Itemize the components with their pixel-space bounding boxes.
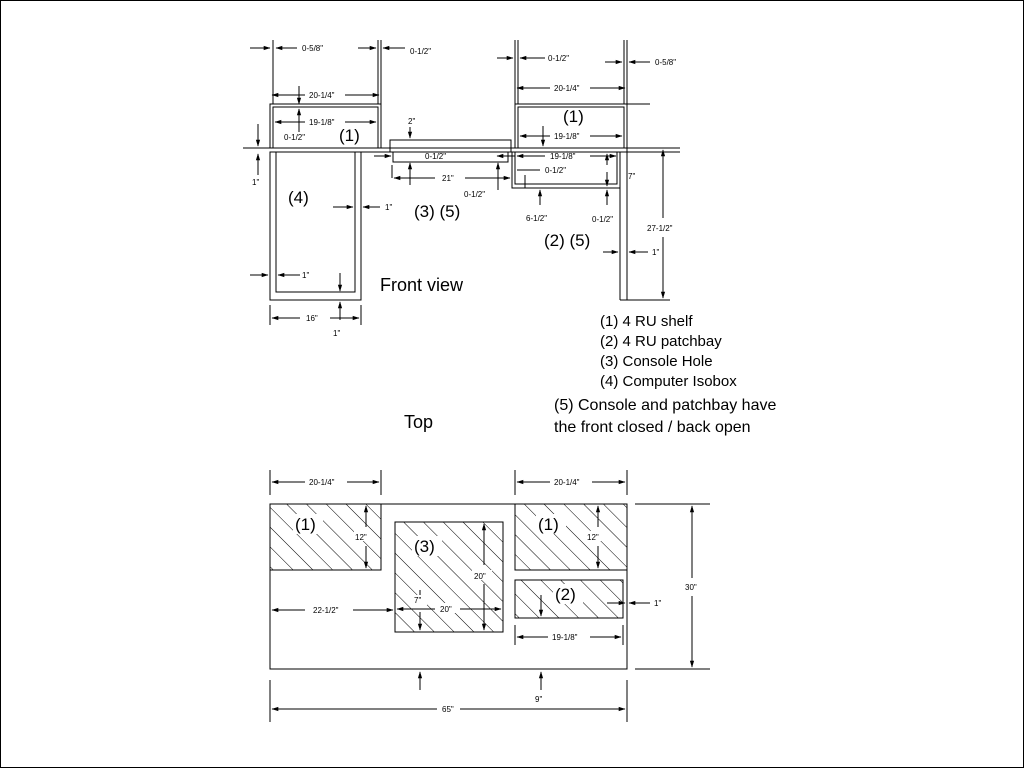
legend-item-2: (2) 4 RU patchbay — [600, 333, 722, 350]
dim-20-1-4-right: 20-1/4" — [554, 84, 580, 93]
top-dim-12-left: 12" — [355, 533, 367, 542]
dim-1-inner: 1" — [302, 271, 309, 280]
dim-0-5-8-right: 0-5/8" — [655, 58, 676, 67]
top-shelf-right — [514, 503, 628, 571]
front-console-hole — [392, 151, 509, 163]
front-label-shelf-right: (1) — [563, 107, 584, 126]
top-dim-20-1-4-left: 20-1/4" — [309, 478, 335, 487]
legend-note-line2: the front closed / back open — [554, 419, 751, 436]
dim-1-bottom: 1" — [333, 329, 340, 338]
legend-note-line1: (5) Console and patchbay have — [554, 397, 776, 414]
dim-0-1-2-under: 0-1/2" — [464, 190, 485, 199]
top-dim-19-1-8: 19-1/8" — [552, 633, 578, 642]
front-console-top — [389, 139, 512, 153]
dim-1-mid: 1" — [385, 203, 392, 212]
front-isobox-outer — [269, 151, 362, 301]
front-view: 0-5/8" 0-1/2" 0-1/2" 0-5/8" 20-1/4" 20-1… — [243, 40, 680, 338]
legend-item-1: (1) 4 RU shelf — [600, 313, 693, 330]
legend: (1) 4 RU shelf (2) 4 RU patchbay (3) Con… — [554, 313, 776, 436]
dim-0-1-2-console: 0-1/2" — [425, 152, 446, 161]
dim-0-1-2-left: 0-1/2" — [284, 133, 305, 142]
top-label-shelf-right: (1) — [538, 515, 559, 534]
top-view-title: Top — [404, 412, 433, 432]
dim-1-right: 1" — [652, 248, 659, 257]
top-dim-20-h: 20" — [440, 605, 452, 614]
front-label-console: (3) (5) — [414, 202, 460, 221]
top-label-console: (3) — [414, 537, 435, 556]
dim-0-1-2-right: 0-1/2" — [592, 215, 613, 224]
dim-0-1-2-top-a: 0-1/2" — [410, 47, 431, 56]
dim-19-1-8-left: 19-1/8" — [309, 118, 335, 127]
top-dim-1: 1" — [654, 599, 661, 608]
dim-27-1-2: 27-1/2" — [647, 224, 673, 233]
dim-0-1-2-patch: 0-1/2" — [545, 166, 566, 175]
dim-19-1-8-right: 19-1/8" — [554, 132, 580, 141]
dim-0-5-8-left: 0-5/8" — [302, 44, 323, 53]
top-view: Top (1) (3) (1) (2) 20-1/4" 20-1/4" 12" — [269, 412, 710, 722]
top-label-shelf-left: (1) — [295, 515, 316, 534]
top-desk-outline — [269, 503, 628, 670]
dim-6-1-2: 6-1/2" — [526, 214, 547, 223]
top-label-patchbay: (2) — [555, 585, 576, 604]
dim-0-1-2-top-b: 0-1/2" — [548, 54, 569, 63]
front-view-title: Front view — [380, 275, 464, 295]
top-dim-9: 9" — [535, 695, 542, 704]
dim-21: 21" — [442, 174, 454, 183]
dim-2: 2" — [408, 117, 415, 126]
dim-1-left: 1" — [252, 178, 259, 187]
legend-item-4: (4) Computer Isobox — [600, 373, 737, 390]
top-dim-20-v: 20" — [474, 572, 486, 581]
front-patchbay-inner — [514, 151, 618, 185]
legend-item-3: (3) Console Hole — [600, 353, 713, 370]
dim-19-1-8-patch: 19-1/8" — [550, 152, 576, 161]
front-label-shelf-left: (1) — [339, 126, 360, 145]
dim-16: 16" — [306, 314, 318, 323]
dim-7: 7" — [628, 172, 635, 181]
front-isobox-inner — [275, 151, 356, 293]
top-dim-7: 7" — [414, 596, 421, 605]
top-dim-12-right: 12" — [587, 533, 599, 542]
top-dim-30: 30" — [685, 583, 697, 592]
dim-20-1-4-left: 20-1/4" — [309, 91, 335, 100]
front-label-patchbay: (2) (5) — [544, 231, 590, 250]
front-label-isobox: (4) — [288, 188, 309, 207]
top-dim-20-1-4-right: 20-1/4" — [554, 478, 580, 487]
top-dim-65: 65" — [442, 705, 454, 714]
top-dim-22-1-2: 22-1/2" — [313, 606, 339, 615]
